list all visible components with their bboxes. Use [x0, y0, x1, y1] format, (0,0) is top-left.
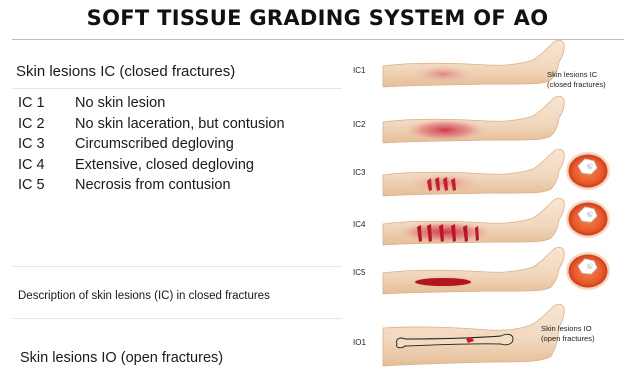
cross-section-ic3 — [566, 152, 610, 190]
grade-label-io1: IO1 — [353, 338, 366, 347]
cross-section-ic5 — [566, 252, 610, 290]
leg-ic2 — [383, 96, 564, 143]
grade-label-ic1: IC1 — [353, 66, 365, 75]
grade-label-ic5: IC5 — [353, 268, 365, 277]
io-caption: Skin lesions IO (open fractures) — [541, 324, 631, 344]
cross-section-ic4 — [566, 200, 610, 238]
grade-label-ic2: IC2 — [353, 120, 365, 129]
leg-io1 — [383, 304, 564, 366]
grade-label-ic3: IC3 — [353, 168, 365, 177]
leg-ic1 — [383, 40, 564, 87]
leg-ic3 — [383, 149, 564, 196]
grade-label-ic4: IC4 — [353, 220, 365, 229]
ic-caption: Skin lesions IC (closed fractures) — [547, 70, 635, 90]
leg-ic5 — [383, 247, 564, 294]
leg-ic4 — [383, 198, 564, 245]
